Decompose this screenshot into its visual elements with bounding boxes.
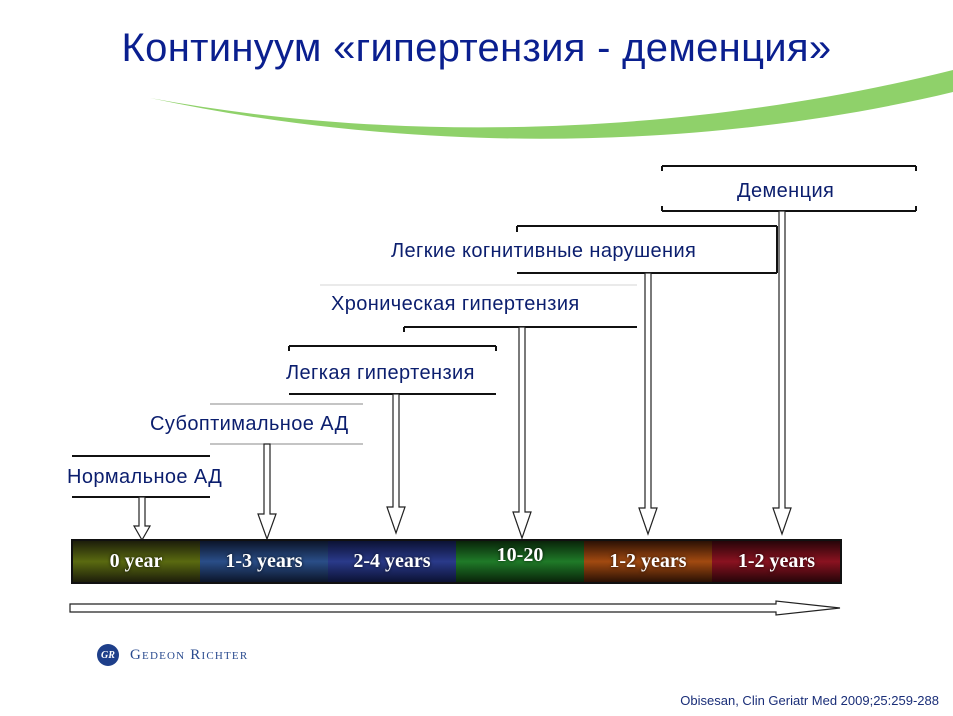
- stage-arrow-mci: [638, 272, 658, 536]
- gedeon-richter-logo: GR Gedeon Richter: [97, 644, 248, 666]
- timeline-label-0: 0 year: [109, 550, 163, 572]
- timeline-label-5: 1-2 years: [737, 550, 816, 572]
- stage-bracket-dementia: [661, 165, 917, 212]
- stage-label-mild-hypertension: Легкая гипертензия: [286, 362, 475, 384]
- timeline-seg-bg-5: [712, 540, 841, 583]
- stage-label-mci: Легкие когнитивные нарушения: [391, 240, 697, 262]
- stage-label-chronic-hypertension: Хроническая гипертензия: [331, 293, 580, 315]
- timeline-seg-bg-3: [456, 540, 584, 583]
- stage-arrow-chronic-hypertension: [512, 326, 532, 540]
- green-swoosh: [150, 70, 953, 139]
- stage-arrow-suboptimal: [257, 443, 277, 541]
- stage-bracket-suboptimal: [210, 403, 363, 445]
- timeline-seg-bg-0: [72, 540, 200, 583]
- timeline-label-4: 1-2 years: [609, 550, 687, 572]
- timeline-seg-bg-1: [200, 540, 328, 583]
- timeline-label-3: 10-20: [496, 544, 544, 566]
- stage-label-normal: Нормальное АД: [67, 466, 223, 488]
- timeline-seg-bg-4: [584, 540, 712, 583]
- timeline-label-1: 1-3 years: [225, 550, 303, 572]
- stage-label-suboptimal: Субоптимальное АД: [150, 413, 349, 435]
- logo-brand-text: Gedeon Richter: [130, 646, 249, 663]
- stage-arrow-dementia: [772, 210, 792, 536]
- slide-title: Континуум «гипертензия - деменция»: [121, 26, 832, 70]
- timeline-bar-border: [71, 539, 842, 584]
- time-arrow: [69, 600, 841, 616]
- stage-arrow-mild-hypertension: [386, 393, 406, 535]
- stage-arrow-normal: [132, 496, 152, 542]
- stage-label-dementia: Деменция: [737, 180, 835, 202]
- timeline-label-2: 2-4 years: [353, 550, 431, 572]
- gedeon-richter-logo-icon: GR: [97, 644, 119, 666]
- citation: Obisesan, Clin Geriatr Med 2009;25:259-2…: [680, 693, 939, 708]
- timeline-seg-bg-2: [328, 540, 456, 583]
